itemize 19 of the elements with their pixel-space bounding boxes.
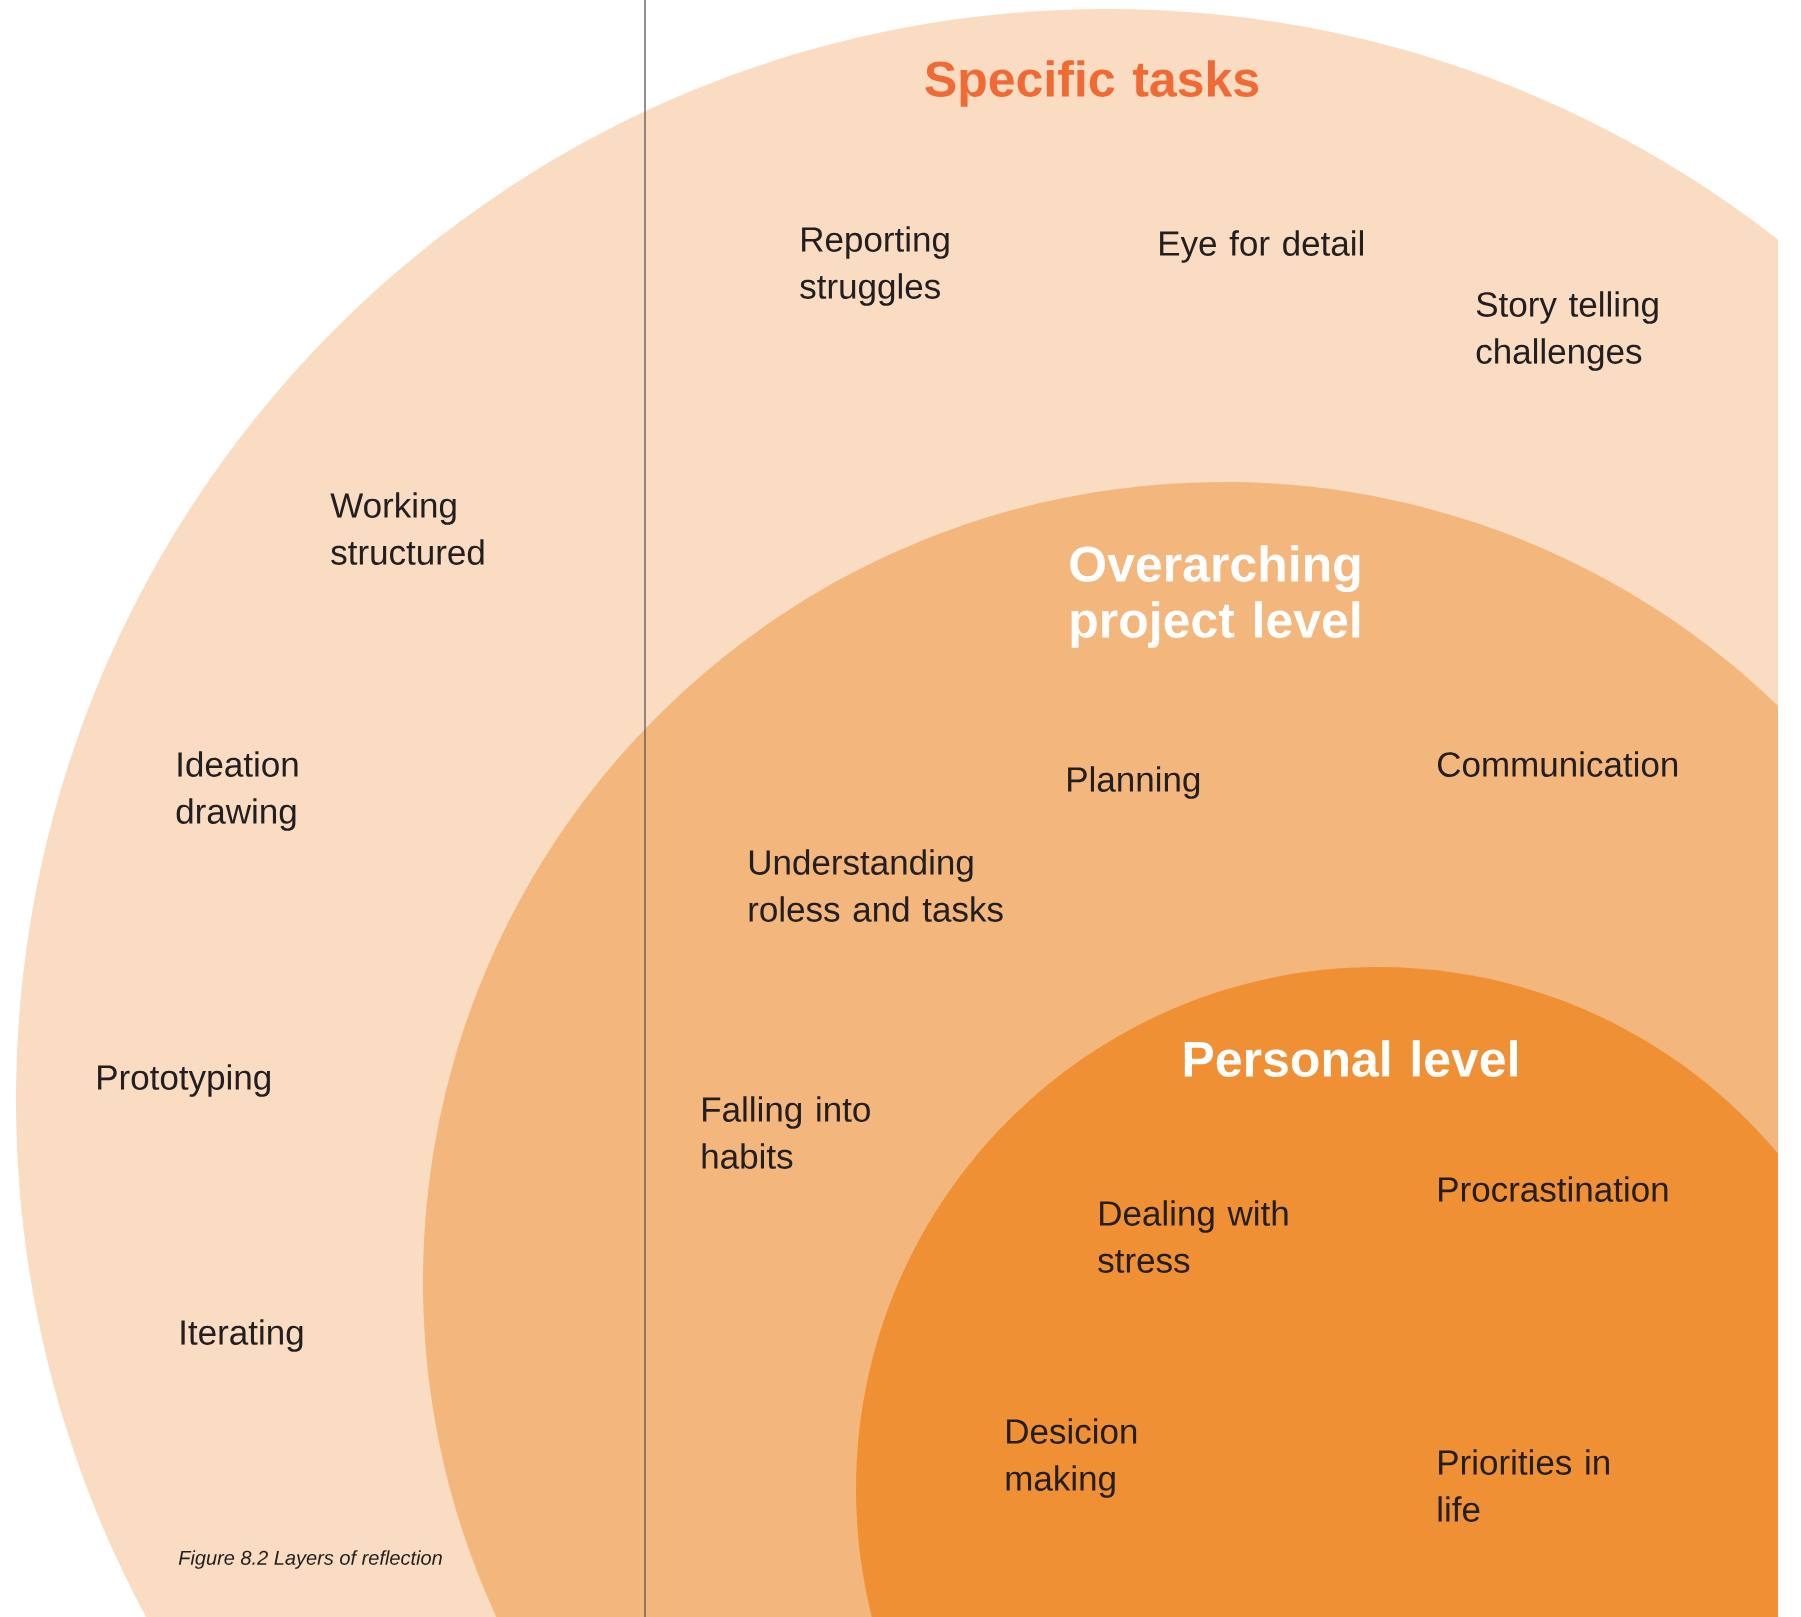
band-heading: Overarching project level <box>1070 545 1360 648</box>
item-label: Ideation drawing <box>176 751 298 831</box>
item-label: Planning <box>1068 766 1200 799</box>
item-label: Reporting struggles <box>800 226 949 306</box>
figure-caption: Figure 8.2 Layers of reflection <box>178 1550 442 1569</box>
item-label: Prototyping <box>98 1064 270 1097</box>
item-label: Understanding roless and tasks <box>749 849 1003 922</box>
band-heading: Personal level <box>1184 1040 1517 1077</box>
item-label: Priorities in life <box>1438 1449 1609 1522</box>
item-label: Communication <box>1438 751 1678 777</box>
item-label: Eye for detail <box>1160 230 1363 263</box>
item-label: Falling into habits <box>702 1096 870 1169</box>
item-label: Procrastination <box>1439 1176 1668 1202</box>
band-heading: Specific tasks <box>925 60 1259 107</box>
item-label: Working structured <box>330 492 484 565</box>
item-label: Desicion making <box>1006 1418 1137 1498</box>
item-label: Story telling challenges <box>1476 291 1658 371</box>
item-label: Dealing with stress <box>1098 1200 1288 1273</box>
item-label: Iterating <box>181 1319 303 1352</box>
